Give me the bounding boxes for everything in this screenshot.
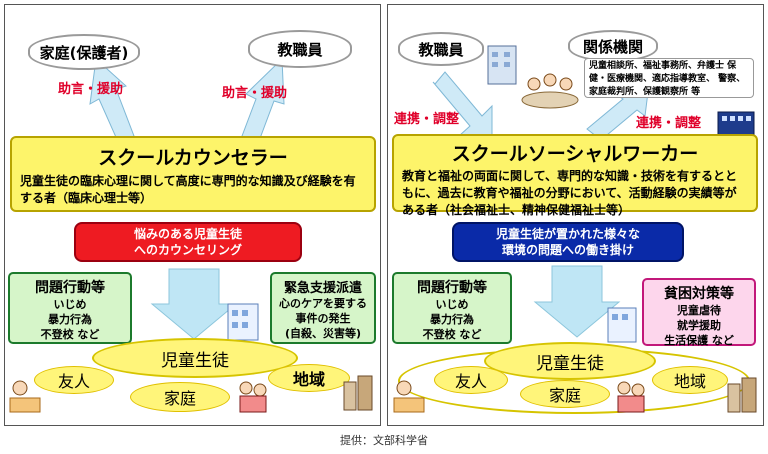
right-classroom-illustration — [393, 380, 425, 413]
coop-label-right: 連携・調整 — [636, 116, 702, 131]
arrow-down-right — [533, 265, 621, 338]
emergency-line-3: (自殺、災害等) — [284, 327, 362, 340]
emergency-line-1: 心のケアを要する — [279, 297, 367, 310]
environment-line2: 環境の問題への働き掛け — [501, 243, 634, 257]
arrow-down-left — [150, 268, 238, 340]
left-issue-3: 不登校 など — [40, 328, 100, 341]
counseling-line1: 悩みのある児童生徒 — [133, 227, 242, 241]
school-building-icon — [227, 303, 259, 341]
town-illustration — [343, 375, 373, 411]
poverty-title: 貧困対策等 — [664, 286, 734, 302]
right-town-illustration — [727, 377, 757, 413]
environment-line1: 児童生徒が置かれた様々な — [495, 227, 640, 241]
left-family-label: 家庭 — [163, 389, 196, 408]
right-center-ellipse: 児童生徒 — [484, 342, 656, 380]
left-region-oval: 地域 — [268, 364, 350, 392]
agencies-list: 児童相談所、福祉事務所、弁護士 保健・医療機関、適応指導教室、 警察、家庭裁判所… — [584, 58, 754, 98]
meeting-illustration — [521, 73, 579, 109]
emergency-title: 緊急支援派遣 — [283, 281, 362, 296]
right-friends-label: 友人 — [454, 372, 487, 391]
left-friends-label: 友人 — [57, 372, 90, 391]
left-issue-2: 暴力行為 — [48, 313, 92, 326]
staff-label: 教職員 — [277, 40, 323, 59]
emergency-line-2: 事件の発生 — [295, 312, 351, 325]
right-school-icon — [607, 307, 637, 343]
right-issues-box: 問題行動等 いじめ 暴力行為 不登校 など — [392, 272, 512, 344]
poverty-line-3: 生活保護 など — [664, 334, 734, 347]
arrow-to-family — [89, 57, 135, 145]
advice-label-right: 助言・援助 — [222, 86, 288, 101]
right-region-label: 地域 — [673, 372, 706, 391]
family-cloud: 家庭(保護者) — [28, 34, 140, 70]
poverty-line-1: 児童虐待 — [677, 304, 721, 317]
emergency-box: 緊急支援派遣 心のケアを要する 事件の発生 (自殺、災害等) — [270, 272, 376, 344]
left-issues-box: 問題行動等 いじめ 暴力行為 不登校 など — [8, 272, 132, 344]
social-worker-title: スクールソーシャルワーカー — [451, 143, 699, 165]
counselor-description: 児童生徒の臨床心理に関して高度に専門的な知識及び経験を有する者（臨床心理士等） — [20, 174, 356, 205]
poverty-box: 貧困対策等 児童虐待 就学援助 生活保護 など — [642, 278, 756, 347]
counselor-box: スクールカウンセラー 児童生徒の臨床心理に関して高度に専門的な知識及び経験を有す… — [10, 136, 376, 212]
right-arrows — [432, 71, 650, 338]
counseling-action: 悩みのある児童生徒 へのカウンセリング — [74, 222, 302, 262]
right-issues-title: 問題行動等 — [417, 280, 487, 296]
left-friends-oval: 友人 — [34, 366, 114, 394]
family-illustration — [239, 381, 267, 413]
left-arrows — [89, 57, 285, 340]
counselor-title: スクールカウンセラー — [98, 147, 288, 169]
left-family-oval: 家庭 — [130, 382, 230, 412]
right-family-illustration — [617, 381, 645, 413]
credit-text: 提供：文部科学省 — [340, 434, 428, 447]
left-center-ellipse: 児童生徒 — [92, 338, 298, 378]
coop-label-left: 連携・調整 — [394, 112, 460, 127]
environment-action: 児童生徒が置かれた様々な 環境の問題への働き掛け — [452, 222, 684, 262]
advice-label-left: 助言・援助 — [58, 82, 124, 97]
classroom-illustration — [9, 380, 41, 413]
left-issue-1: いじめ — [53, 298, 87, 311]
social-worker-box: スクールソーシャルワーカー 教育と福祉の両面に関して、専門的な知識・技術を有する… — [392, 134, 758, 217]
right-friends-oval: 友人 — [434, 366, 508, 394]
right-staff-label: 教職員 — [418, 40, 464, 59]
counseling-line2: へのカウンセリング — [133, 243, 242, 257]
agencies-label: 関係機関 — [582, 37, 643, 56]
right-issue-3: 不登校 など — [422, 328, 482, 341]
right-family-oval: 家庭 — [520, 380, 610, 408]
family-label: 家庭(保護者) — [39, 43, 129, 62]
right-issue-2: 暴力行為 — [430, 313, 474, 326]
left-region-label: 地域 — [292, 370, 325, 389]
right-staff-cloud: 教職員 — [398, 32, 484, 66]
social-worker-description: 教育と福祉の両面に関して、専門的な知識・技術を有するとともに、過去に教育や福祉の… — [402, 169, 738, 217]
left-center-label: 児童生徒 — [161, 350, 229, 371]
left-issues-title: 問題行動等 — [35, 280, 105, 296]
right-region-oval: 地域 — [652, 366, 728, 394]
staff-cloud: 教職員 — [248, 30, 352, 68]
right-issue-1: いじめ — [435, 298, 469, 311]
office-building-icon — [487, 45, 517, 85]
poverty-line-2: 就学援助 — [677, 319, 721, 332]
right-center-label: 児童生徒 — [536, 353, 604, 374]
right-family-label: 家庭 — [548, 386, 581, 405]
